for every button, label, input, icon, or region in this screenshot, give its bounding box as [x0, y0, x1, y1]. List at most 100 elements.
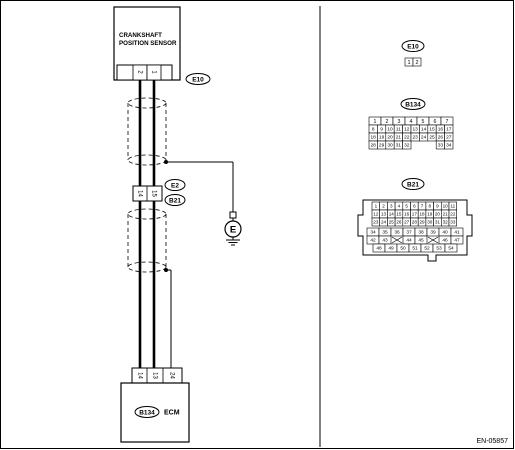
pin-cell [448, 217, 457, 227]
pin-number: 15 [429, 127, 435, 133]
pin-number: 4 [410, 119, 413, 125]
pin-number: 18 [419, 212, 425, 217]
pin-number: 7 [421, 204, 424, 209]
pin-number: 47 [454, 238, 460, 244]
pin-number: 8 [428, 204, 431, 209]
pin-number: 5 [405, 204, 408, 209]
pin-number: 33 [438, 143, 444, 149]
pin-number: 17 [412, 212, 418, 217]
pin-blank-mark [427, 236, 439, 244]
figure-id: EN-05857 [476, 438, 508, 445]
pin-number: 34 [370, 230, 376, 236]
pin-number: 25 [389, 220, 395, 225]
pin-number: 16 [438, 127, 444, 133]
pin-number: 53 [436, 246, 442, 252]
pin-number: 15 [396, 212, 402, 217]
pin-number: 27 [446, 135, 452, 141]
pin-number: 26 [396, 220, 402, 225]
pin-number: 16 [404, 212, 410, 217]
pin-number: 30 [427, 220, 433, 225]
pin-number: 46 [442, 238, 448, 244]
sensor-connector-tag: E10 [185, 73, 211, 85]
pin-number: 1 [375, 204, 378, 209]
pin-number: 41 [454, 230, 460, 236]
pin-number: 32 [404, 143, 410, 149]
pin-cell [444, 140, 454, 150]
pin-number: 40 [442, 230, 448, 236]
ecm-pin-24: 24 [168, 372, 174, 379]
ecm-connector-label: B134 [139, 409, 155, 416]
pin-number: 31 [435, 220, 441, 225]
pin-number: 27 [404, 220, 410, 225]
pin-cell [444, 243, 458, 253]
pin-cell [412, 57, 422, 67]
pin-number: 9 [380, 127, 383, 133]
pin-number: 8 [372, 127, 375, 133]
crankshaft-position-sensor: CRANKSHAFT POSITION SENSOR 2 1 [113, 6, 181, 81]
joint-pin-14: 14 [136, 190, 142, 197]
joint-connector-bottom-label: B21 [169, 197, 181, 204]
pin-number: 32 [443, 220, 449, 225]
pin-number: 6 [413, 204, 416, 209]
pin-number: 22 [450, 212, 456, 217]
ecm-label: ECM [164, 410, 180, 417]
pin-number: 21 [443, 212, 449, 217]
pin-number: 22 [404, 135, 410, 141]
sensor-pin-1: 1 [150, 70, 156, 74]
pin-number: 35 [382, 230, 388, 236]
pin-number: 12 [373, 212, 379, 217]
pin-number: 5 [422, 119, 425, 125]
pin-number: 17 [446, 127, 452, 133]
connector-b21-label: B21 [407, 181, 419, 188]
pin-number: 19 [379, 135, 385, 141]
pin-number: 45 [418, 238, 424, 244]
pin-number: 2 [386, 119, 389, 125]
pin-number: 11 [396, 127, 401, 133]
pin-number: 2 [382, 204, 385, 209]
pin-number: 31 [396, 143, 402, 149]
sensor-title-line1: CRANKSHAFT [119, 32, 162, 39]
pin-number: 24 [381, 220, 387, 225]
pin-number: 10 [387, 127, 393, 133]
pin-number: 19 [427, 212, 433, 217]
pin-number: 6 [434, 119, 437, 125]
pin-number: 28 [412, 220, 418, 225]
pin-number: 54 [448, 246, 454, 252]
joint-connector-tag-e2: E2 [164, 179, 186, 191]
pin-number: 44 [406, 238, 412, 244]
pin-number: 52 [424, 246, 430, 252]
pin-blank-mark [391, 236, 403, 244]
joint-connector-tag-b21: B21 [164, 194, 186, 206]
pin-number: 48 [376, 246, 382, 252]
pin-number: 37 [406, 230, 412, 236]
pin-number: 4 [398, 204, 401, 209]
pin-number: 21 [396, 135, 402, 141]
ecm: 14 13 24 B134 ECM [120, 367, 190, 443]
pin-number: 3 [398, 119, 401, 125]
pin-number: 2 [415, 60, 418, 66]
sensor-pin-2: 2 [136, 70, 142, 74]
connector-e10-label: E10 [407, 43, 419, 50]
pin-number: 9 [436, 204, 439, 209]
pin-number: 33 [450, 220, 456, 225]
sensor-title-line2: POSITION SENSOR [119, 40, 177, 47]
pin-number: 18 [371, 135, 377, 141]
pin-number: 49 [388, 246, 394, 252]
pin-number: 1 [407, 60, 410, 66]
pin-number: 50 [400, 246, 406, 252]
ground-symbol: E [224, 211, 242, 246]
pin-number: 42 [370, 238, 376, 244]
ecm-pin-13: 13 [151, 372, 157, 379]
lower-shield-splice [164, 268, 168, 272]
pin-number: 39 [430, 230, 436, 236]
pin-number: 26 [438, 135, 444, 141]
pin-number: 13 [381, 212, 387, 217]
pin-number: 13 [413, 127, 419, 133]
